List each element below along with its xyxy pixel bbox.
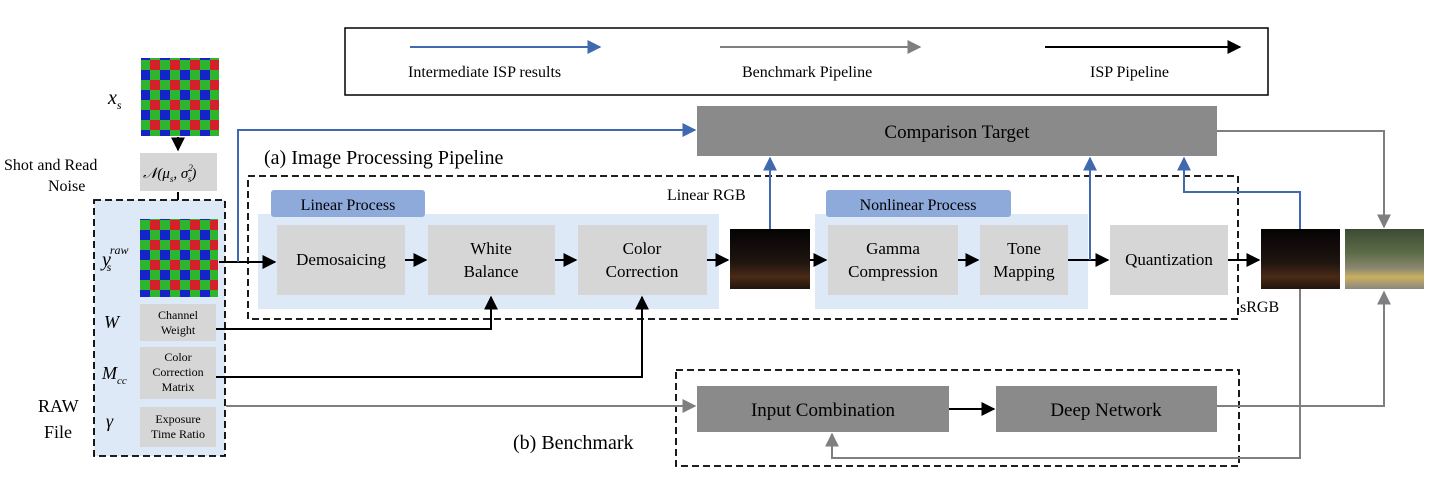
ccm-line1: Color [164,350,191,364]
network-to-gt-gray-arrow [1217,290,1391,407]
exposure-box [140,407,216,447]
quantization-box [1110,225,1228,295]
channel-weight-line2: Weight [161,323,196,337]
channel-weight-line1: Channel [158,308,199,322]
white-balance-line2: Balance [464,262,519,281]
noise-label-line2: Noise [48,178,85,195]
benchmark-title: (b) Benchmark [513,432,634,454]
quantization-label: Quantization [1125,250,1213,269]
raw-file-line2: File [44,422,72,442]
noise-label-line1: Shot and Read [4,157,97,174]
legend-box [344,27,1269,96]
nonlinear-process-label: Nonlinear Process [860,197,977,214]
pipeline-group: (a) Image Processing Pipeline Linear Pro… [216,147,1424,378]
ccm-line3: Matrix [162,380,195,394]
xs-label: xs [107,87,122,112]
input-combination-box [697,386,949,432]
nonlinear-process-tab [826,190,1011,217]
ccm-box [140,347,216,399]
legend-isp-label: ISP Pipeline [1090,64,1169,81]
exposure-line1: Exposure [155,412,200,426]
benchmark-dashed-box [675,369,1240,467]
input-combination-label: Input Combination [751,400,896,421]
demosaicing-box [277,225,405,295]
comparison-target-group: Comparison Target [237,106,1391,262]
deep-network-label: Deep Network [1050,400,1162,421]
linear-process-tab [271,190,425,217]
white-balance-box [428,225,555,295]
legend-intermediate-label: Intermediate ISP results [408,64,561,81]
pipeline-title: (a) Image Processing Pipeline [264,147,503,169]
pipeline-dashed-box [247,175,1239,320]
gamma-label: γ [106,411,114,431]
ccm-arrow [216,295,649,378]
comparison-target-label: Comparison Target [884,122,1030,143]
tone-mapping-box [980,225,1068,295]
linear-rgb-image [730,229,810,289]
deep-network-box [996,386,1217,432]
gamma-compression-line2: Compression [848,262,938,281]
linear-process-label: Linear Process [301,197,396,214]
xs-bayer-image [141,58,219,136]
gamma-compression-line1: Gamma [866,239,920,258]
channel-weight-arrow [216,295,498,330]
gamma-compression-box [828,225,958,295]
legend-benchmark-label: Benchmark Pipeline [742,64,872,81]
channel-weight-box [140,304,216,341]
ground-truth-image [1345,229,1424,289]
tone-mapping-line1: Tone [1007,239,1041,258]
raw-file-line1: RAW [38,396,79,416]
srgb-dark-image [1261,229,1340,289]
srgb-to-target-blue-arrow [1177,156,1301,229]
raw-to-target-blue-arrow [237,123,697,262]
linear-rgb-label: Linear RGB [667,187,746,204]
legend: Intermediate ISP results Benchmark Pipel… [344,27,1269,96]
comparison-target-box [697,106,1217,156]
noise-box [140,153,217,191]
target-to-gt-gray-arrow [1217,130,1391,229]
mcc-label: Mcc [101,363,127,387]
exposure-line2: Time Ratio [151,427,205,441]
benchmark-group: (b) Benchmark Input Combination Deep Net… [226,289,1391,467]
tone-mapping-line2: Mapping [993,262,1055,281]
ys-raw-bayer-image [140,219,218,297]
w-label: W [104,312,121,332]
color-correction-line1: Color [623,239,662,258]
srgb-label: sRGB [1240,299,1279,316]
demosaicing-label: Demosaicing [296,250,386,269]
color-correction-line2: Correction [606,262,679,281]
color-correction-box [578,225,707,295]
srgb-to-input-gray-arrow [825,289,1301,459]
ccm-line2: Correction [152,365,203,379]
white-balance-line1: White [470,239,512,258]
